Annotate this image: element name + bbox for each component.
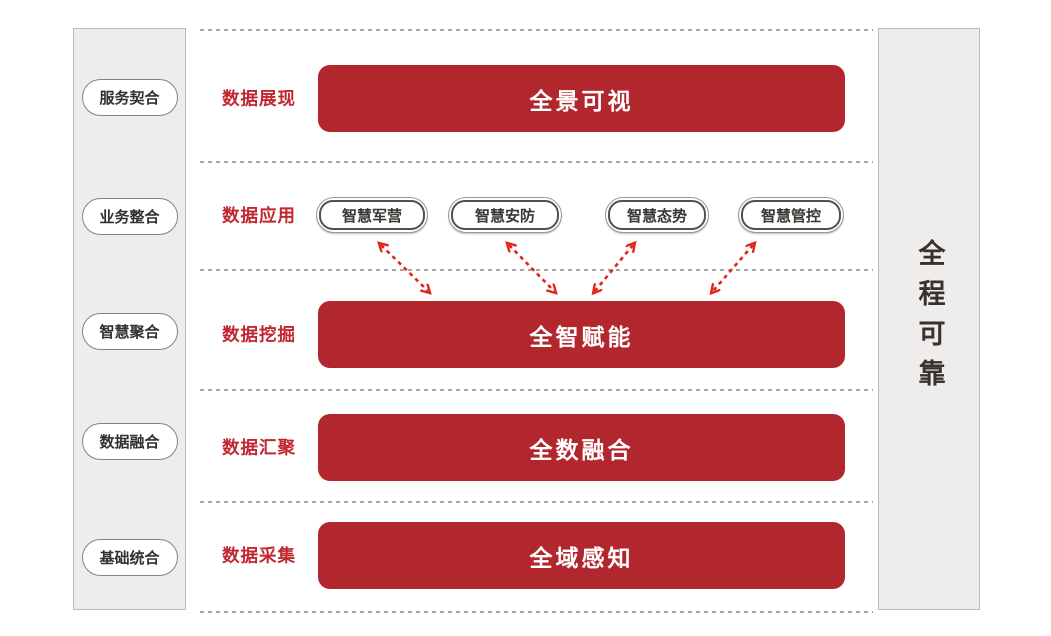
dashed-separator-1 [200,29,873,31]
bar-panoramic-visibility: 全景可视 [318,65,845,132]
dashed-separator-2 [200,161,873,163]
left-pill-basic-unification: 基础统合 [81,539,178,576]
right-sidebar-label: 全程可靠 [914,239,945,399]
left-sidebar: 服务契合 业务整合 智慧聚合 数据融合 基础统合 [73,28,186,610]
row-label-data-convergence: 数据汇聚 [222,437,296,458]
arrow-pill2-to-bar [509,245,554,291]
arrow-pill1-to-bar [381,245,428,291]
row-label-data-application: 数据应用 [222,205,296,226]
row-label-data-display: 数据展现 [222,88,296,109]
dashed-separator-3 [200,269,873,271]
app-pill-smart-security: 智慧安防 [448,197,562,233]
app-pill-smart-situation: 智慧态势 [605,197,709,233]
dashed-separator-6 [200,611,873,613]
app-pill-smart-barracks: 智慧军营 [316,197,428,233]
app-pill-smart-situation-label: 智慧态势 [608,200,706,230]
app-pill-smart-control-label: 智慧管控 [741,200,841,230]
bar-full-data-fusion: 全数融合 [318,414,845,481]
app-pill-smart-control: 智慧管控 [738,197,844,233]
dashed-separator-4 [200,389,873,391]
left-pill-wisdom-aggregation: 智慧聚合 [81,313,178,350]
arrow-pill3-to-bar [595,245,633,291]
bar-full-intelligence: 全智赋能 [318,301,845,368]
left-pill-data-fusion: 数据融合 [81,423,178,460]
arrow-pill4-to-bar [713,245,753,291]
row-label-data-collection: 数据采集 [222,545,296,566]
left-pill-business-integration: 业务整合 [81,198,178,235]
row-label-data-mining: 数据挖掘 [222,324,296,345]
left-pill-service-fit: 服务契合 [81,79,178,116]
dashed-separator-5 [200,501,873,503]
right-sidebar: 全程可靠 [878,28,980,610]
bar-full-domain-sensing: 全域感知 [318,522,845,589]
app-pill-smart-security-label: 智慧安防 [451,200,559,230]
app-pill-smart-barracks-label: 智慧军营 [319,200,425,230]
